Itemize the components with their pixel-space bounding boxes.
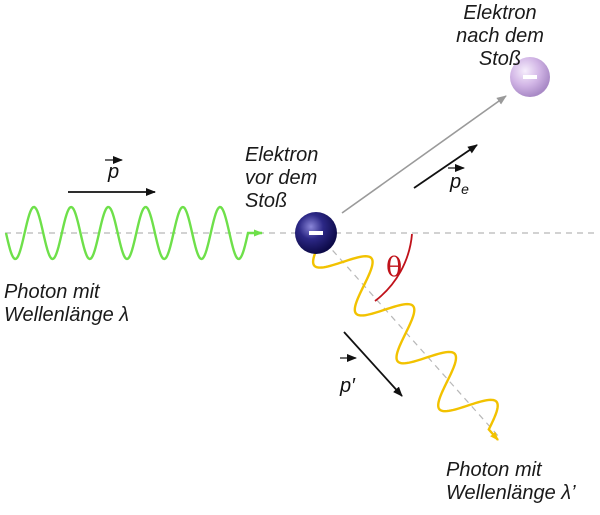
electron-path-arrow <box>341 95 507 214</box>
momentum-label-p: p <box>107 161 119 183</box>
incoming-photon-wave <box>4 205 263 261</box>
scattered-photon-wave <box>311 237 499 441</box>
angle-theta-label: θ <box>386 252 402 283</box>
momentum-label-p-prime: p′ <box>339 375 356 397</box>
label-photon-out: Photon mit Wellenlänge λ’ <box>446 459 576 504</box>
label-electron-after: Elektron nach dem Stoß <box>456 2 544 70</box>
label-photon-in: Photon mit Wellenlänge λ <box>4 281 130 326</box>
momentum-arrow-pe <box>413 144 478 189</box>
electron-before-icon <box>295 212 337 254</box>
label-electron-before: Elektron vor dem Stoß <box>245 144 319 212</box>
scatter-direction-dashed-line <box>317 233 501 439</box>
scattering-angle-arc <box>374 233 413 302</box>
momentum-label-pe: pe <box>449 171 469 197</box>
momentum-arrow-p-prime <box>343 331 403 397</box>
electron-after-icon <box>510 57 550 97</box>
